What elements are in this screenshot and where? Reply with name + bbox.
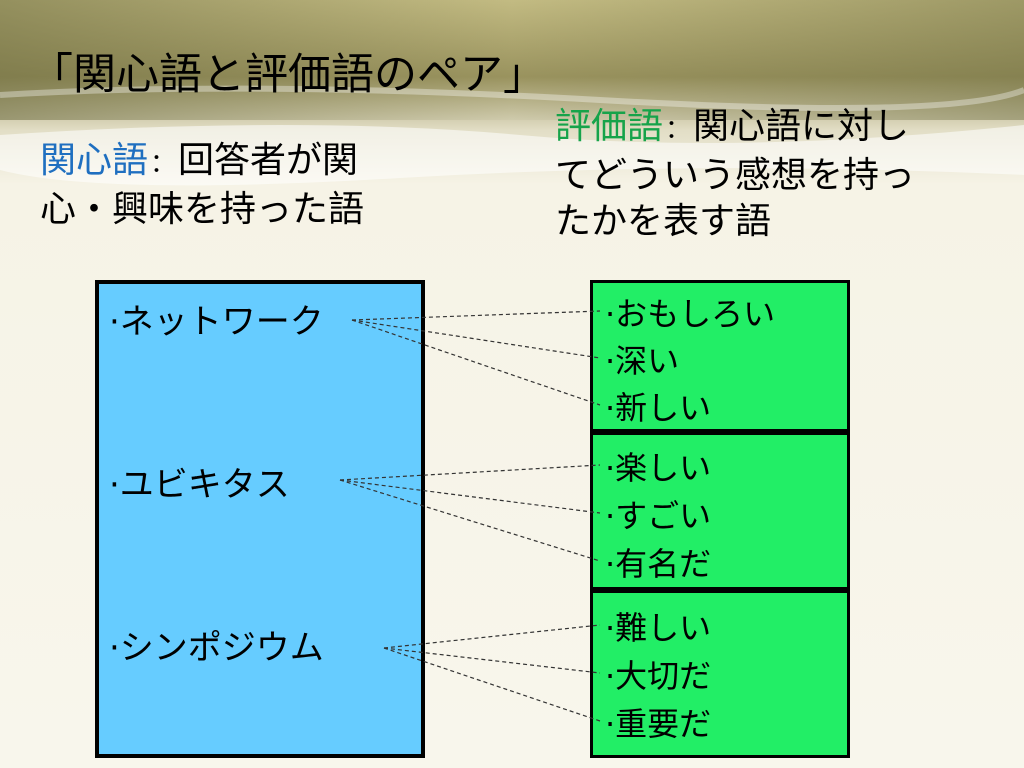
evaluation-word: ·おもしろい (605, 295, 776, 333)
interest-words-box: ·ネットワーク ·ユビキタス ·シンポジウム (95, 280, 425, 758)
interest-colon: ： (150, 149, 177, 179)
evaluation-word: ·新しい (605, 389, 712, 427)
interest-definition-text-1: 回答者が関 (178, 140, 359, 181)
evaluation-word: ·楽しい (605, 449, 712, 487)
evaluation-word: ·大切だ (605, 657, 712, 695)
interest-definition-line-1: 関心語：回答者が関 (40, 138, 460, 187)
evaluation-group-box-3: ·難しい ·大切だ ·重要だ (590, 590, 850, 758)
evaluation-definition-text-3: たかを表す語 (555, 201, 772, 242)
evaluation-definition-text-2: てどういう感想を持っ (555, 155, 916, 196)
page-title: 「関心語と評価語のペア」 (30, 50, 546, 100)
interest-word-ubiquitous: ·ユビキタス (109, 465, 290, 505)
evaluation-definition-line-1: 評価語：関心語に対し (555, 104, 995, 153)
interest-term: 関心語 (40, 140, 149, 181)
interest-word-definition: 関心語：回答者が関 心・興味を持った語 (40, 138, 460, 233)
evaluation-definition-text-1: 関心語に対し (693, 106, 910, 147)
evaluation-term: 評価語 (555, 106, 664, 147)
evaluation-group-box-2: ·楽しい ·すごい ·有名だ (590, 432, 850, 590)
evaluation-word: ·すごい (605, 497, 712, 535)
interest-word-symposium: ·シンポジウム (109, 628, 324, 668)
evaluation-word: ·重要だ (605, 705, 712, 743)
evaluation-word: ·難しい (605, 609, 712, 647)
evaluation-word: ·有名だ (605, 545, 712, 583)
evaluation-word: ·深い (605, 342, 680, 380)
evaluation-word-definition: 評価語：関心語に対し てどういう感想を持っ たかを表す語 (555, 104, 995, 245)
evaluation-group-box-1: ·おもしろい ·深い ·新しい (590, 280, 850, 432)
evaluation-colon: ： (665, 115, 692, 145)
interest-definition-text-2: 心・興味を持った語 (40, 189, 365, 230)
interest-word-network: ·ネットワーク (109, 302, 324, 342)
